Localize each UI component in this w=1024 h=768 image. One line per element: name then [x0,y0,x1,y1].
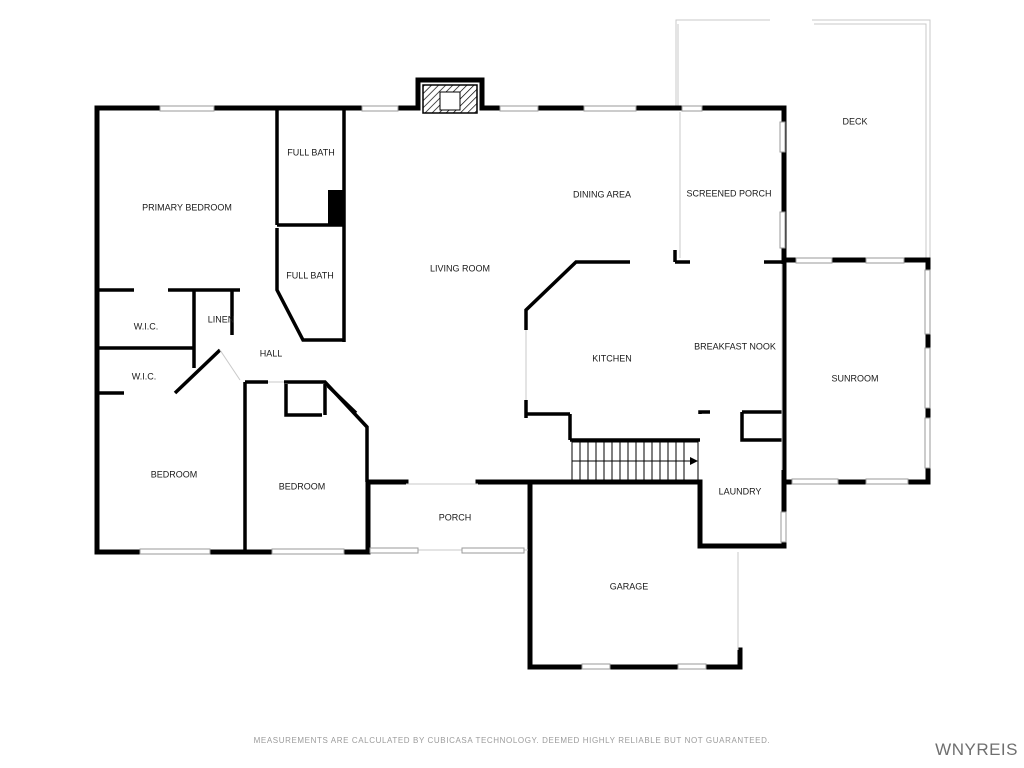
brand-watermark: WNYREIS [935,740,1018,759]
label-hall: HALL [260,348,283,358]
label-sunroom: SUNROOM [832,373,879,383]
label-laundry: LAUNDRY [719,486,762,496]
label-full-bath-upper: FULL BATH [287,147,335,157]
label-living-room: LIVING ROOM [430,263,490,273]
deck-outline [675,19,931,260]
fireplace [415,77,485,114]
label-dining-area: DINING AREA [573,189,631,199]
label-garage: GARAGE [610,581,649,591]
stairs [571,441,699,481]
label-primary-bedroom: PRIMARY BEDROOM [142,202,232,212]
label-wic-lower: W.I.C. [132,371,157,381]
label-wic-upper: W.I.C. [134,321,159,331]
room-labels: PRIMARY BEDROOM FULL BATH FULL BATH LIVI… [132,116,879,591]
windows [139,105,931,670]
label-full-bath-lower: FULL BATH [286,270,334,280]
label-kitchen: KITCHEN [592,353,632,363]
interior-walls [97,110,784,552]
label-deck: DECK [842,116,867,126]
exterior-walls [94,105,931,670]
label-porch: PORCH [439,512,472,522]
label-bedroom-west: BEDROOM [151,469,198,479]
measurement-disclaimer: MEASUREMENTS ARE CALCULATED BY CUBICASA … [253,736,771,745]
label-screened-porch: SCREENED PORCH [686,188,771,198]
label-bedroom-east: BEDROOM [279,481,326,491]
label-linen: LINEN [208,314,235,324]
label-breakfast-nook: BREAKFAST NOOK [694,341,776,351]
